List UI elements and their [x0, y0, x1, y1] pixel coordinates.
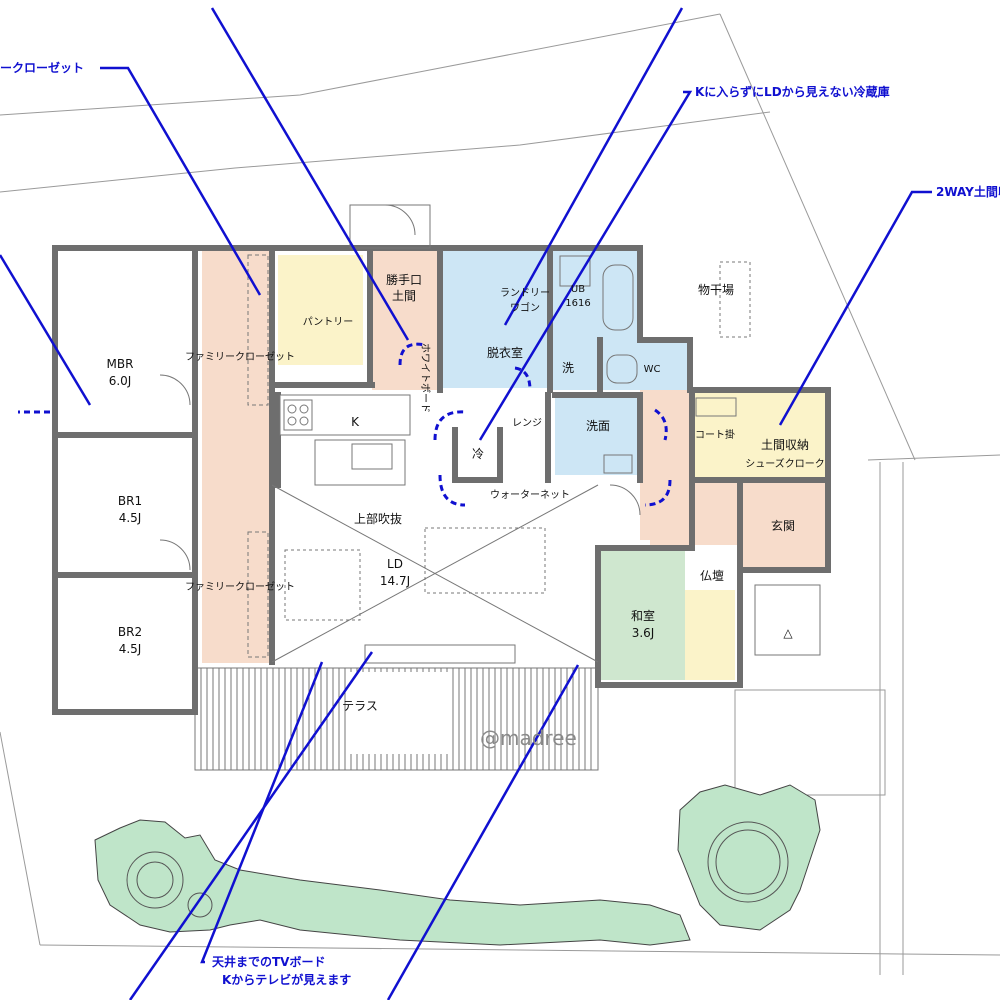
laundry-label: ランドリー	[500, 287, 550, 299]
family-closet-label-1: ファミリークローゼット	[185, 351, 295, 363]
walk-in-closet-annotation: ークローゼット	[0, 60, 84, 75]
terrace-label: テラス	[342, 699, 378, 713]
mbr-size: 6.0J	[109, 374, 132, 388]
white-board-label: ホワイトボード	[419, 343, 431, 413]
ub-size: 1616	[565, 298, 590, 309]
washitsu-size: 3.6J	[632, 626, 655, 640]
tv-board-annotation-1: 天井までのTVボード	[212, 954, 325, 969]
pantry-label: パントリー	[303, 316, 354, 328]
kattegu-doma-label: 土間	[392, 289, 416, 303]
ld-label: LD	[387, 557, 403, 571]
leader-lines	[0, 7, 932, 1000]
flow-arrows	[18, 342, 672, 507]
site-lines	[0, 13, 1000, 975]
br1-label: BR1	[118, 494, 142, 508]
doma-storage-label: 土間収納	[761, 438, 809, 452]
ld-size: 14.7J	[380, 574, 410, 588]
coat-label: コート掛	[695, 428, 735, 441]
kitchen-label: K	[351, 415, 360, 429]
genkan-label: 玄関	[771, 518, 795, 533]
fridge-label: 冷	[472, 447, 484, 461]
br1-size: 4.5J	[119, 511, 142, 525]
interior-details	[159, 204, 821, 664]
terrace-deck	[194, 667, 599, 771]
wc-label: WC	[644, 364, 661, 375]
mbr-label: MBR	[107, 357, 134, 371]
br2-size: 4.5J	[119, 642, 142, 656]
laundry-wagon-label: ワゴン	[510, 301, 540, 314]
entry-triangle: △	[783, 626, 793, 640]
monohoshiba-label: 物干場	[698, 283, 734, 297]
water-net-label: ウォーターネット	[490, 489, 570, 501]
datsuishitsu-label: 脱衣室	[487, 345, 523, 360]
landscaping	[94, 784, 821, 946]
shoes-cloak-label: シューズクローク	[745, 457, 825, 470]
fridge-annotation: Kに入らずにLDから見えない冷蔵庫	[695, 84, 890, 99]
kattegu-label: 勝手口	[386, 272, 422, 287]
sen-label: 洗	[562, 361, 574, 375]
room-fills	[202, 248, 827, 680]
watermark: @madree	[480, 726, 577, 750]
fukinuke-label: 上部吹抜	[354, 511, 402, 526]
tv-board-annotation-2: Kからテレビが見えます	[222, 972, 351, 987]
butsudan-label: 仏壇	[700, 568, 724, 583]
two-way-annotation: 2WAY土間収	[936, 184, 1000, 199]
washitsu-label: 和室	[631, 608, 655, 623]
br2-label: BR2	[118, 625, 142, 639]
family-closet-label-2: ファミリークローゼット	[185, 581, 295, 593]
ub-label: UB	[571, 284, 585, 295]
tree-rings	[126, 821, 789, 918]
senmen-label: 洗面	[586, 419, 610, 433]
walls	[52, 245, 831, 715]
range-label: レンジ	[512, 418, 542, 429]
